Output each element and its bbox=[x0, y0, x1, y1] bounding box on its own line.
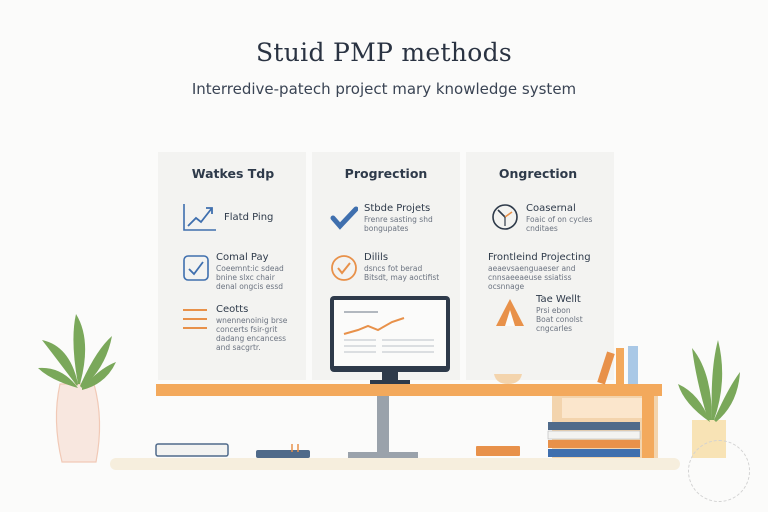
item-line: dadang encancess bbox=[216, 334, 287, 343]
item-line: concerts fsir-grit bbox=[216, 325, 278, 334]
item-line: wnennenoinig brse bbox=[216, 316, 288, 325]
panel-left bbox=[158, 152, 306, 380]
item-line: aeaevsaenguaeser and bbox=[488, 264, 576, 273]
clipboard-check-icon bbox=[183, 255, 209, 281]
upright-book bbox=[597, 351, 615, 385]
item-line: Prsi ebon bbox=[536, 306, 571, 315]
pencil-check-icon bbox=[330, 206, 358, 230]
item-line: and sacgrtr. bbox=[216, 343, 261, 352]
column-heading-2: Progrection bbox=[344, 166, 428, 181]
floor-book bbox=[476, 446, 520, 456]
tent-icon bbox=[496, 299, 524, 326]
list-lines-icon bbox=[183, 309, 207, 329]
monitor-screen bbox=[334, 300, 446, 366]
page-subtitle: Interredive-patech project mary knowledg… bbox=[191, 80, 577, 98]
desk-foot bbox=[348, 452, 418, 458]
monitor-trend-line bbox=[343, 317, 405, 335]
item-title: Comal Pay bbox=[216, 252, 269, 263]
item-line: cnditaes bbox=[526, 224, 558, 233]
item-title: Dilils bbox=[364, 252, 389, 263]
check-circle-icon bbox=[331, 255, 357, 281]
item-line: denal ongcis essd bbox=[216, 282, 283, 291]
left-plant bbox=[38, 314, 116, 390]
item-line: bongupates bbox=[364, 224, 409, 233]
page-title: Stuid PMP methods bbox=[255, 38, 513, 67]
panel-right bbox=[466, 152, 614, 380]
trend-chart-icon bbox=[183, 204, 216, 231]
floor bbox=[110, 458, 680, 470]
monitor-stand bbox=[382, 372, 398, 380]
item-line: Frenre sasting shd bbox=[364, 215, 433, 224]
item-title: Flatd Ping bbox=[224, 212, 274, 223]
item-line: dsncs fot berad bbox=[364, 264, 423, 273]
vase bbox=[55, 383, 101, 463]
column-heading-1: Watkes Tdp bbox=[191, 166, 275, 181]
item-title: Frontleind Projecting bbox=[488, 252, 591, 263]
compass-icon bbox=[492, 204, 518, 230]
floor-book bbox=[256, 450, 310, 458]
floor-book bbox=[155, 443, 229, 457]
watermark-seal bbox=[688, 440, 750, 502]
item-line: cngcarles bbox=[536, 324, 573, 333]
item-line: cnnsaeeaeuse ssiatiss bbox=[488, 273, 572, 282]
item-line: Foaic of on cycles bbox=[526, 215, 593, 224]
right-plant bbox=[678, 340, 740, 422]
item-line: bnine slxc chair bbox=[216, 273, 275, 282]
item-line: ocsnnage bbox=[488, 282, 525, 291]
item-title: Stbde Projets bbox=[364, 203, 431, 214]
item-title: Ceotts bbox=[216, 304, 249, 315]
item-line: Bitsdt, may aoctifist bbox=[364, 273, 440, 282]
desk-leg bbox=[377, 396, 389, 456]
item-line: Boat conolst bbox=[536, 315, 583, 324]
item-title: Tae Wellt bbox=[536, 294, 581, 305]
desk-top bbox=[156, 384, 662, 396]
bowl bbox=[494, 374, 522, 384]
item-title: Coasernal bbox=[526, 203, 576, 214]
item-line: Coeemnt:ic sdead bbox=[216, 264, 284, 273]
column-heading-3: Ongrection bbox=[498, 166, 578, 181]
book-stack bbox=[548, 422, 640, 430]
